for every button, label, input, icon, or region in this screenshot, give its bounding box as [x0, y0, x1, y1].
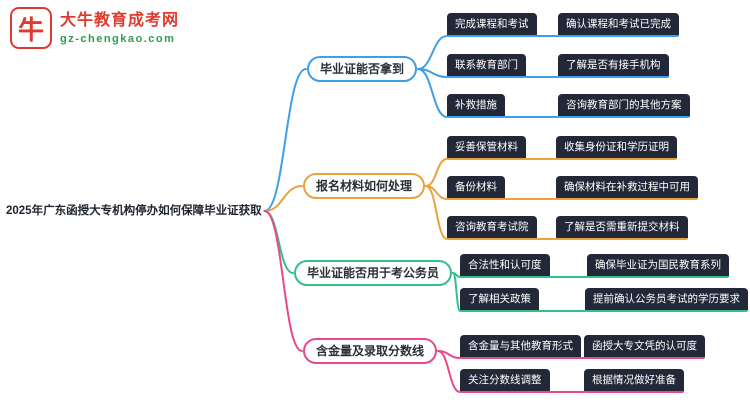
topic-node: 完成课程和考试: [447, 13, 537, 37]
topic-node: 妥善保管材料: [447, 136, 526, 160]
logo-text: 大牛教育成考网 gz-chengkao.com: [60, 11, 179, 45]
branch-node: 毕业证能否用于考公务员: [294, 260, 453, 286]
detail-node: 确认课程和考试已完成: [558, 13, 679, 37]
detail-node: 收集身份证和学历证明: [556, 136, 677, 160]
site-logo[interactable]: 牛 大牛教育成考网 gz-chengkao.com: [10, 7, 179, 49]
mindmap-root-topic: 2025年广东函授大专机构停办如何保障毕业证获取: [6, 205, 262, 217]
detail-node: 函授大专文凭的认可度: [584, 335, 705, 359]
detail-node: 提前确认公务员考试的学历要求: [585, 288, 748, 312]
logo-title: 大牛教育成考网: [60, 12, 180, 29]
detail-node: 了解是否有接手机构: [558, 54, 669, 78]
detail-node: 咨询教育部门的其他方案: [558, 94, 690, 118]
detail-node: 了解是否需重新提交材料: [556, 216, 688, 240]
topic-node: 联系教育部门: [447, 54, 526, 78]
detail-node: 根据情况做好准备: [584, 369, 684, 393]
branch-node: 毕业证能否拿到: [307, 56, 418, 82]
bull-logo-icon: 牛: [10, 7, 52, 49]
topic-node: 关注分数线调整: [460, 369, 550, 393]
bull-glyph: 牛: [17, 14, 44, 45]
topic-node: 补救措施: [447, 94, 505, 118]
branch-node: 报名材料如何处理: [303, 173, 426, 199]
detail-node: 确保毕业证为国民教育系列: [587, 254, 729, 278]
topic-node: 咨询教育考试院: [447, 216, 537, 240]
logo-subtitle: gz-chengkao.com: [60, 33, 176, 45]
topic-node: 含金量与其他教育形式: [460, 335, 581, 359]
topic-node: 合法性和认可度: [460, 254, 550, 278]
detail-node: 确保材料在补救过程中可用: [556, 176, 698, 200]
branch-node: 含金量及录取分数线: [303, 338, 438, 364]
topic-node: 了解相关政策: [460, 288, 539, 312]
topic-node: 备份材料: [447, 176, 505, 200]
